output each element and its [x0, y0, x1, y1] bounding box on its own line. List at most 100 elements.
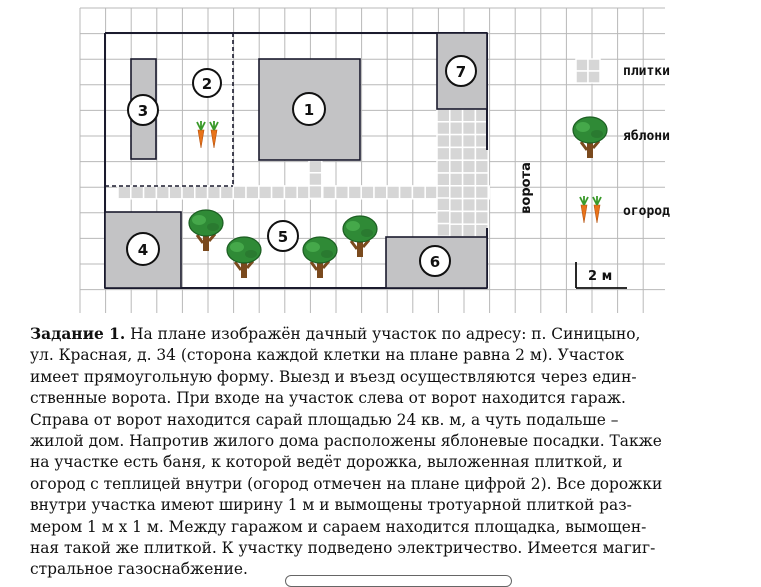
task-line-4: ственные ворота. При входе на участок сл… — [30, 389, 626, 408]
tile — [461, 197, 477, 213]
tile — [461, 133, 477, 149]
tile — [245, 185, 260, 200]
apple-tree-icon — [341, 214, 379, 259]
apple-tree-icon — [225, 235, 263, 280]
apple-tree-icon — [301, 235, 339, 280]
tile — [411, 185, 426, 200]
tile — [142, 185, 158, 200]
tile — [436, 197, 451, 212]
task-line-8: огород с теплицей внутри (огород отмечен… — [30, 474, 663, 493]
tile — [168, 185, 183, 200]
tile — [398, 185, 414, 200]
legend-apple-tree-icon — [571, 115, 609, 160]
svg-text:5: 5 — [278, 228, 288, 246]
tile — [308, 172, 323, 187]
task-line-12: стральное газоснабжение. — [30, 560, 248, 579]
task-line-9: внутри участка имеют ширину 1 м и вымоще… — [30, 496, 632, 515]
tile — [474, 159, 489, 174]
tile — [308, 159, 323, 174]
task-line-2: ул. Красная, д. 34 (сторона каждой клетк… — [30, 346, 625, 365]
tile — [449, 185, 464, 200]
svg-text:1: 1 — [304, 101, 314, 119]
svg-text:4: 4 — [138, 241, 148, 259]
site-plan: 1 2 3 4 5 6 7 ворота — [79, 7, 670, 313]
legend-carrot-icon — [592, 195, 602, 224]
task-line-text: На плане изображён дачный участок по адр… — [125, 325, 641, 343]
label-2: 2 — [192, 68, 222, 98]
task-line-6: жилой дом. Напротив жилого дома располож… — [30, 432, 662, 451]
task-line-1: Задание 1. На плане изображён дачный уча… — [30, 324, 746, 345]
tile — [436, 121, 451, 136]
tile — [436, 159, 451, 174]
tile — [155, 185, 170, 200]
apple-tree-icon — [187, 208, 225, 253]
tile — [474, 197, 489, 213]
tile — [449, 197, 464, 213]
answer-box-edge — [285, 575, 512, 587]
tile — [424, 185, 439, 200]
tile — [449, 121, 464, 136]
tile — [449, 223, 464, 238]
legend: плитки яблони огород 2 м — [571, 58, 670, 289]
tile — [270, 185, 286, 200]
label-5: 5 — [267, 220, 299, 252]
label-1: 1 — [292, 92, 326, 126]
tile — [347, 185, 362, 200]
tile — [461, 223, 477, 238]
carrot-icon — [196, 120, 206, 149]
task-line-10: мером 1 м х 1 м. Между гаражом и сараем … — [30, 517, 647, 536]
tile — [322, 185, 337, 200]
scale-bar — [575, 262, 627, 289]
tile — [449, 172, 464, 187]
tile — [474, 172, 489, 187]
tile — [436, 108, 451, 123]
carrot-icon — [209, 120, 219, 149]
tile — [461, 146, 477, 161]
tile — [130, 185, 145, 200]
gate-label: ворота — [519, 162, 534, 214]
tile — [308, 184, 323, 200]
svg-text:3: 3 — [138, 102, 148, 120]
tile — [296, 185, 311, 200]
tile — [461, 210, 477, 225]
svg-text:2: 2 — [202, 75, 212, 93]
legend-garden-label: огород — [623, 204, 670, 219]
svg-text:6: 6 — [430, 253, 440, 271]
tile — [474, 210, 489, 225]
task-line-5: Справа от ворот находится сарай площадью… — [30, 410, 619, 429]
svg-text:7: 7 — [456, 63, 466, 81]
tile — [461, 159, 477, 174]
tile — [461, 108, 477, 123]
tile — [474, 185, 489, 200]
task-line-3: имеет прямоугольную форму. Выезд и въезд… — [30, 367, 637, 386]
tile — [436, 172, 451, 187]
label-7: 7 — [445, 55, 477, 87]
tile — [219, 185, 234, 200]
tile — [449, 108, 464, 123]
task-title: Задание 1. — [30, 325, 126, 343]
tile — [449, 159, 464, 174]
tile — [181, 185, 196, 200]
tile — [386, 185, 401, 200]
tile — [436, 146, 451, 161]
tile — [461, 121, 477, 136]
task-line-11: ная такой же плиткой. К участку подведен… — [30, 539, 656, 558]
tile — [449, 133, 464, 149]
scale-label: 2 м — [588, 269, 612, 284]
tile — [334, 185, 350, 200]
tile-paths — [117, 108, 490, 250]
label-6: 6 — [419, 245, 451, 277]
task-text: Задание 1. На плане изображён дачный уча… — [30, 324, 746, 581]
tile — [436, 210, 451, 225]
legend-tile-swatch — [575, 58, 601, 84]
tile — [461, 172, 477, 187]
tile — [117, 185, 132, 200]
tile — [436, 222, 451, 238]
tile — [206, 185, 222, 200]
legend-carrot-icon — [579, 195, 589, 224]
label-4: 4 — [126, 232, 160, 266]
tile — [194, 185, 209, 200]
tile — [449, 210, 464, 225]
task-line-7: на участке есть баня, к которой ведёт до… — [30, 453, 623, 472]
tile — [449, 146, 464, 161]
